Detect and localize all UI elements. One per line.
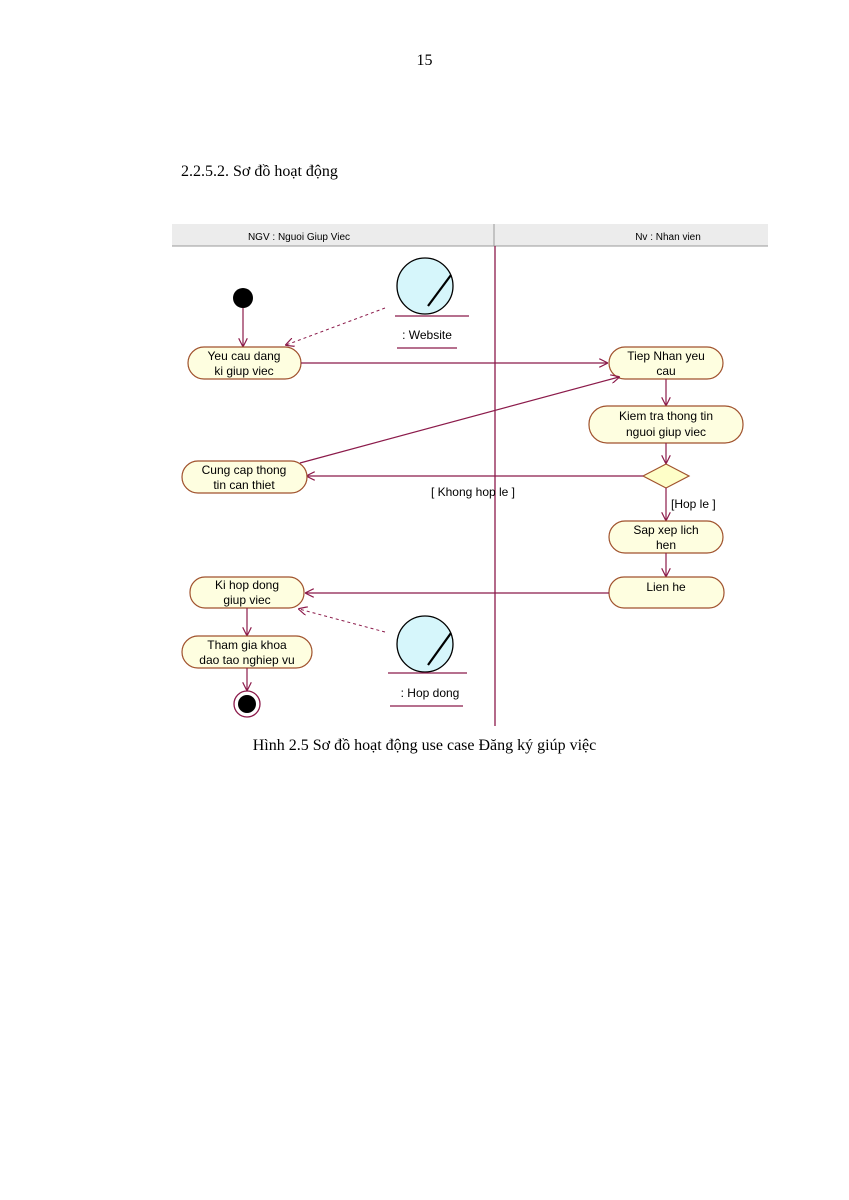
activity-label: tin can thiet: [213, 478, 275, 492]
activity-label: dao tao nghiep vu: [199, 653, 294, 667]
page-number: 15: [416, 52, 433, 69]
flow-cung-cap-to-tiep-nhan: [299, 377, 619, 464]
guard-khong-hop-le: [ Khong hop le ]: [431, 485, 515, 499]
dependency-hop-dong-to-ki-hop-dong: [299, 609, 386, 633]
activity-tiep-nhan-yeu-cau: Tiep Nhan yeu cau: [608, 346, 724, 380]
activity-label: Ki hop dong: [215, 578, 279, 592]
activity-label: Sap xep lich: [633, 523, 698, 537]
activity-yeu-cau-dang-ki: Yeu cau dang ki giup viec: [187, 346, 302, 380]
activity-label: Tiep Nhan yeu: [627, 349, 705, 363]
section-heading: 2.2.5.2. Sơ đồ hoạt động: [181, 163, 338, 180]
activity-label: Cung cap thong: [202, 463, 287, 477]
initial-node: [233, 288, 253, 308]
activity-label: Tham gia khoa: [207, 638, 287, 652]
decision-node: [641, 463, 691, 489]
guard-hop-le: [Hop le ]: [671, 497, 716, 511]
lane-title-nv: Nv : Nhan vien: [635, 232, 701, 243]
activity-tham-gia-khoa: Tham gia khoa dao tao nghiep vu: [181, 635, 313, 669]
activity-sap-xep-lich-hen: Sap xep lich hen: [608, 520, 724, 554]
activity-kiem-tra-thong-tin: Kiem tra thong tin nguoi giup viec: [588, 405, 744, 444]
activity-ki-hop-dong: Ki hop dong giup viec: [189, 576, 305, 609]
swimlane-header-bar: [172, 224, 768, 246]
activity-label: nguoi giup viec: [626, 425, 706, 439]
activity-label: Yeu cau dang: [208, 349, 281, 363]
activity-cung-cap-thong-tin: Cung cap thong tin can thiet: [181, 460, 308, 494]
website-object-icon: [396, 257, 454, 315]
final-node: [233, 690, 261, 718]
object-website: : Website: [395, 257, 469, 349]
activity-lien-he: Lien he: [608, 576, 725, 609]
hop-dong-object-icon: [396, 615, 454, 673]
object-hop-dong-label: : Hop dong: [401, 686, 460, 700]
activity-label: Lien he: [646, 580, 686, 594]
activity-label: ki giup viec: [214, 364, 273, 378]
figure-caption: Hình 2.5 Sơ đồ hoạt động use case Đăng k…: [252, 737, 597, 754]
object-hop-dong: : Hop dong: [388, 615, 467, 707]
activity-label: cau: [656, 364, 675, 378]
activity-label: giup viec: [223, 593, 270, 607]
lane-title-ngv: NGV : Nguoi Giup Viec: [248, 232, 350, 243]
activity-label: hen: [656, 538, 676, 552]
dependency-website-to-yeu-cau: [286, 307, 386, 345]
object-website-label: : Website: [402, 328, 452, 342]
activity-label: Kiem tra thong tin: [619, 409, 713, 423]
